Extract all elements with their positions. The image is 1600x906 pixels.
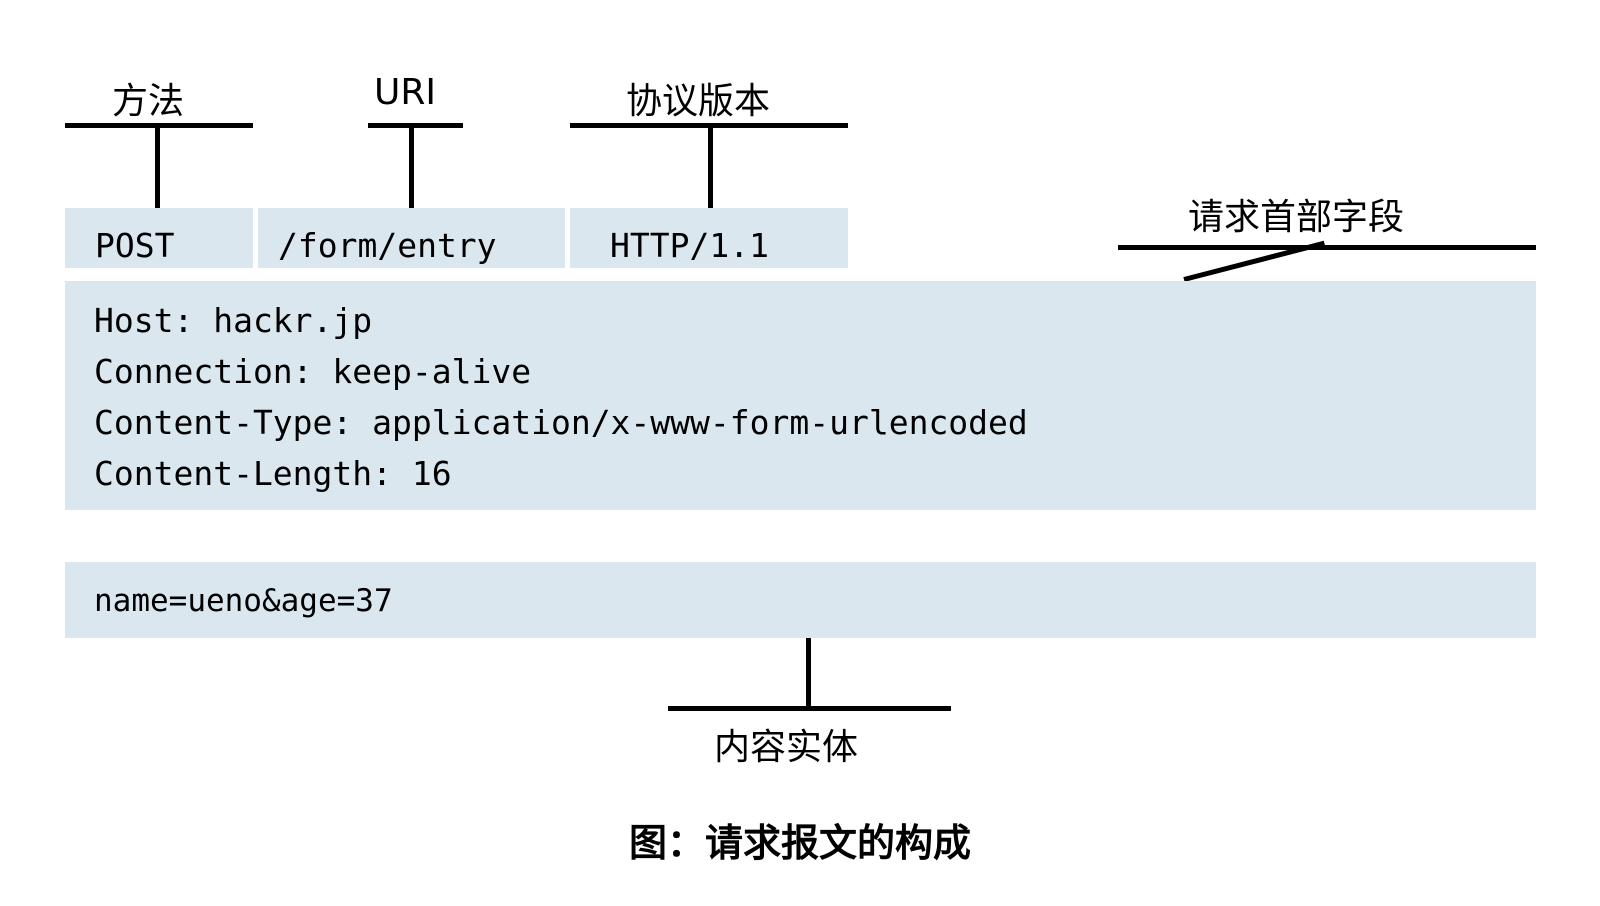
request-method-box: POST [65, 208, 253, 268]
leader-rule-method-vertical [155, 123, 160, 213]
leader-rule-header-fields-horizontal [1118, 245, 1536, 250]
header-line: Host: hackr.jp [94, 301, 373, 340]
request-uri-value: /form/entry [278, 226, 497, 265]
request-body-box: name=ueno&age=37 [65, 562, 1536, 638]
leader-rule-entity-vertical [806, 638, 811, 710]
header-line: Connection: keep-alive [94, 352, 532, 391]
annotation-label-protocol-version: 协议版本 [626, 81, 771, 122]
request-headers-box: Host: hackr.jp Connection: keep-alive Co… [65, 281, 1536, 510]
header-line: Content-Type: application/x-www-form-url… [94, 403, 1028, 442]
figure-caption: 图：请求报文的构成 [628, 821, 971, 865]
request-body-value: name=ueno&age=37 [94, 583, 393, 619]
leader-rule-uri-horizontal [368, 123, 463, 128]
leader-rule-protocol-vertical [708, 123, 713, 213]
annotation-label-method: 方法 [112, 81, 185, 122]
request-uri-box: /form/entry [258, 208, 565, 268]
header-line: Content-Length: 16 [94, 454, 452, 493]
request-method-value: POST [95, 226, 175, 265]
annotation-label-entity-body: 内容实体 [714, 727, 859, 768]
leader-rule-uri-vertical [409, 123, 414, 213]
leader-rule-entity-horizontal [668, 706, 951, 711]
request-headers-text: Host: hackr.jp Connection: keep-alive Co… [94, 295, 1028, 499]
request-version-box: HTTP/1.1 [570, 208, 848, 268]
annotation-label-request-header-fields: 请求首部字段 [1188, 197, 1405, 238]
request-version-value: HTTP/1.1 [610, 226, 769, 265]
annotation-label-uri: URI [374, 72, 436, 113]
